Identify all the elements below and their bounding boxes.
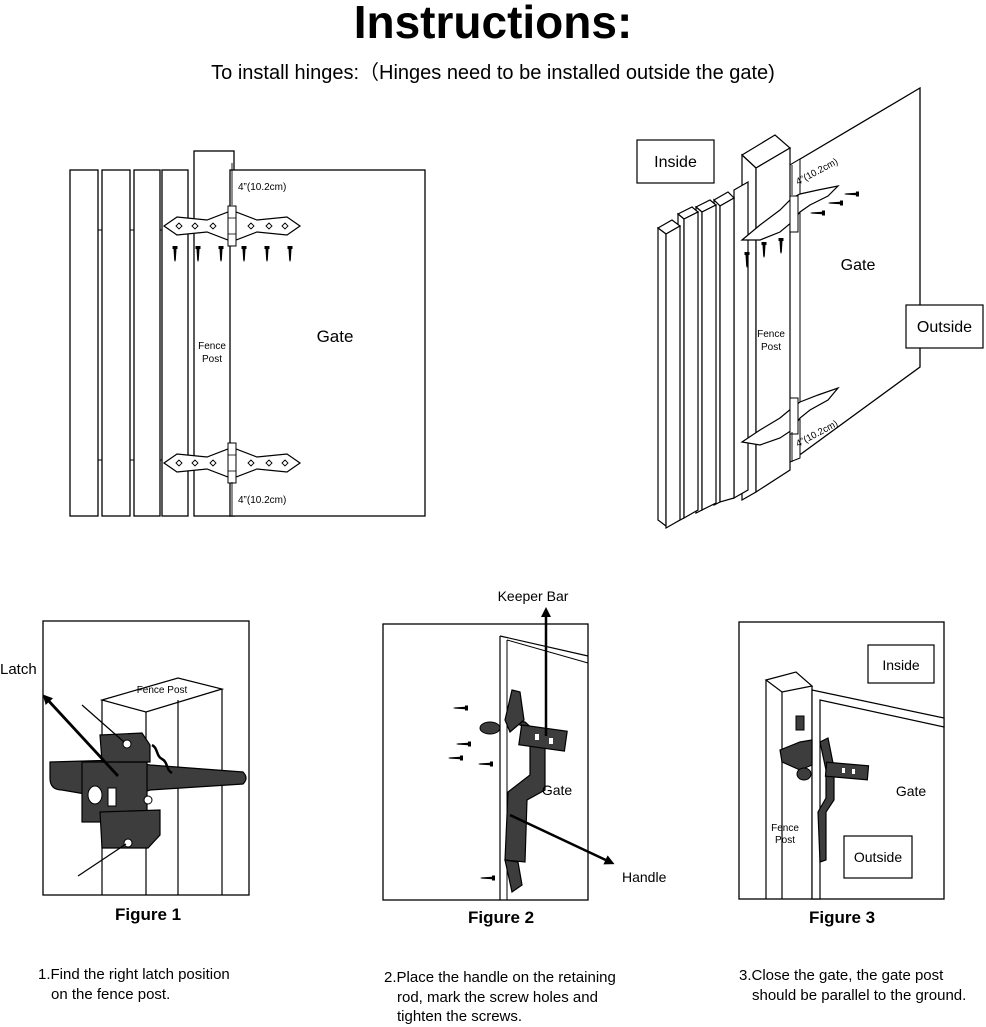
fence-post-label: Post — [761, 342, 781, 353]
keeper-bar-label: Keeper Bar — [498, 588, 569, 604]
fence-post-label: Fence — [757, 329, 785, 340]
gate-label: Gate — [841, 257, 876, 274]
latch-label: Latch — [0, 661, 37, 678]
fence-post-label: Fence Post — [137, 685, 188, 696]
page-subtitle: To install hinges:（Hinges need to be ins… — [211, 62, 775, 84]
step-2-line-3: tighten the screws. — [397, 1008, 523, 1025]
fence-picket — [69, 169, 99, 517]
measure-bottom-label: 4”(10.2cm) — [238, 495, 286, 506]
keeper-bar — [824, 761, 870, 781]
fence-picket — [665, 224, 681, 530]
outside-label-box — [843, 835, 913, 879]
outside-label-box — [905, 304, 984, 349]
latch-arrow — [42, 694, 120, 777]
fence-post-label: Fence — [771, 823, 799, 834]
step-1-line-2: on the fence post. — [51, 985, 171, 1003]
front-view-diagram: 4”(10.2cm) 4”(10.2cm) Fence Post Gate — [69, 150, 426, 517]
inside-label: Inside — [882, 657, 920, 673]
handle-label: Handle — [622, 869, 667, 885]
step-3-line-1: 3.Close the gate, the gate post — [739, 967, 944, 984]
outside-label: Outside — [917, 319, 972, 336]
step-1-line-1: 1.Find the right latch position — [38, 966, 230, 983]
gate-panel — [811, 689, 945, 900]
figure-2-frame — [382, 623, 589, 901]
perspective-view-diagram: 4”(10.2cm) 4”(10.2cm) Fence Post Gate In… — [636, 86, 984, 530]
fence-picket — [133, 169, 161, 517]
step-2-text: 2.Place the handle on the retaining rod,… — [384, 968, 616, 1027]
figure-2-diagram: Keeper Bar Gate Handle — [382, 588, 667, 901]
gate-label: Gate — [542, 782, 573, 798]
gate-label: Gate — [896, 783, 927, 799]
figure-1-caption: Figure 1 — [115, 905, 182, 924]
handle-arrow — [509, 813, 615, 865]
step-2-line-2: rod, mark the screw holes and — [397, 988, 598, 1006]
step-2-line-1: 2.Place the handle on the retaining — [384, 969, 616, 986]
fence-picket — [657, 226, 667, 528]
fence-post-label: Post — [775, 835, 795, 846]
fence-post-label: Fence — [198, 341, 226, 352]
keeper-bar — [518, 724, 568, 752]
inside-label-box — [867, 644, 935, 684]
figure-2-caption: Figure 2 — [468, 908, 535, 927]
fence-picket — [101, 169, 131, 517]
inside-label-box — [636, 139, 715, 184]
step-3-line-2: should be parallel to the ground. — [752, 986, 967, 1004]
figure-3-caption: Figure 3 — [809, 908, 876, 927]
figure-3-diagram: Fence Post Gate Inside Outside — [738, 621, 945, 900]
gate-label: Gate — [317, 327, 354, 346]
fence-post-label: Post — [202, 354, 222, 365]
page-title: Instructions: — [353, 0, 633, 48]
inside-label: Inside — [654, 154, 697, 171]
outside-label: Outside — [854, 849, 902, 865]
step-3-text: 3.Close the gate, the gate post should b… — [739, 966, 966, 1005]
measure-top-label: 4”(10.2cm) — [238, 182, 286, 193]
figure-1-diagram: Fence Post Latch — [0, 620, 250, 896]
step-1-text: 1.Find the right latch position on the f… — [38, 965, 230, 1004]
